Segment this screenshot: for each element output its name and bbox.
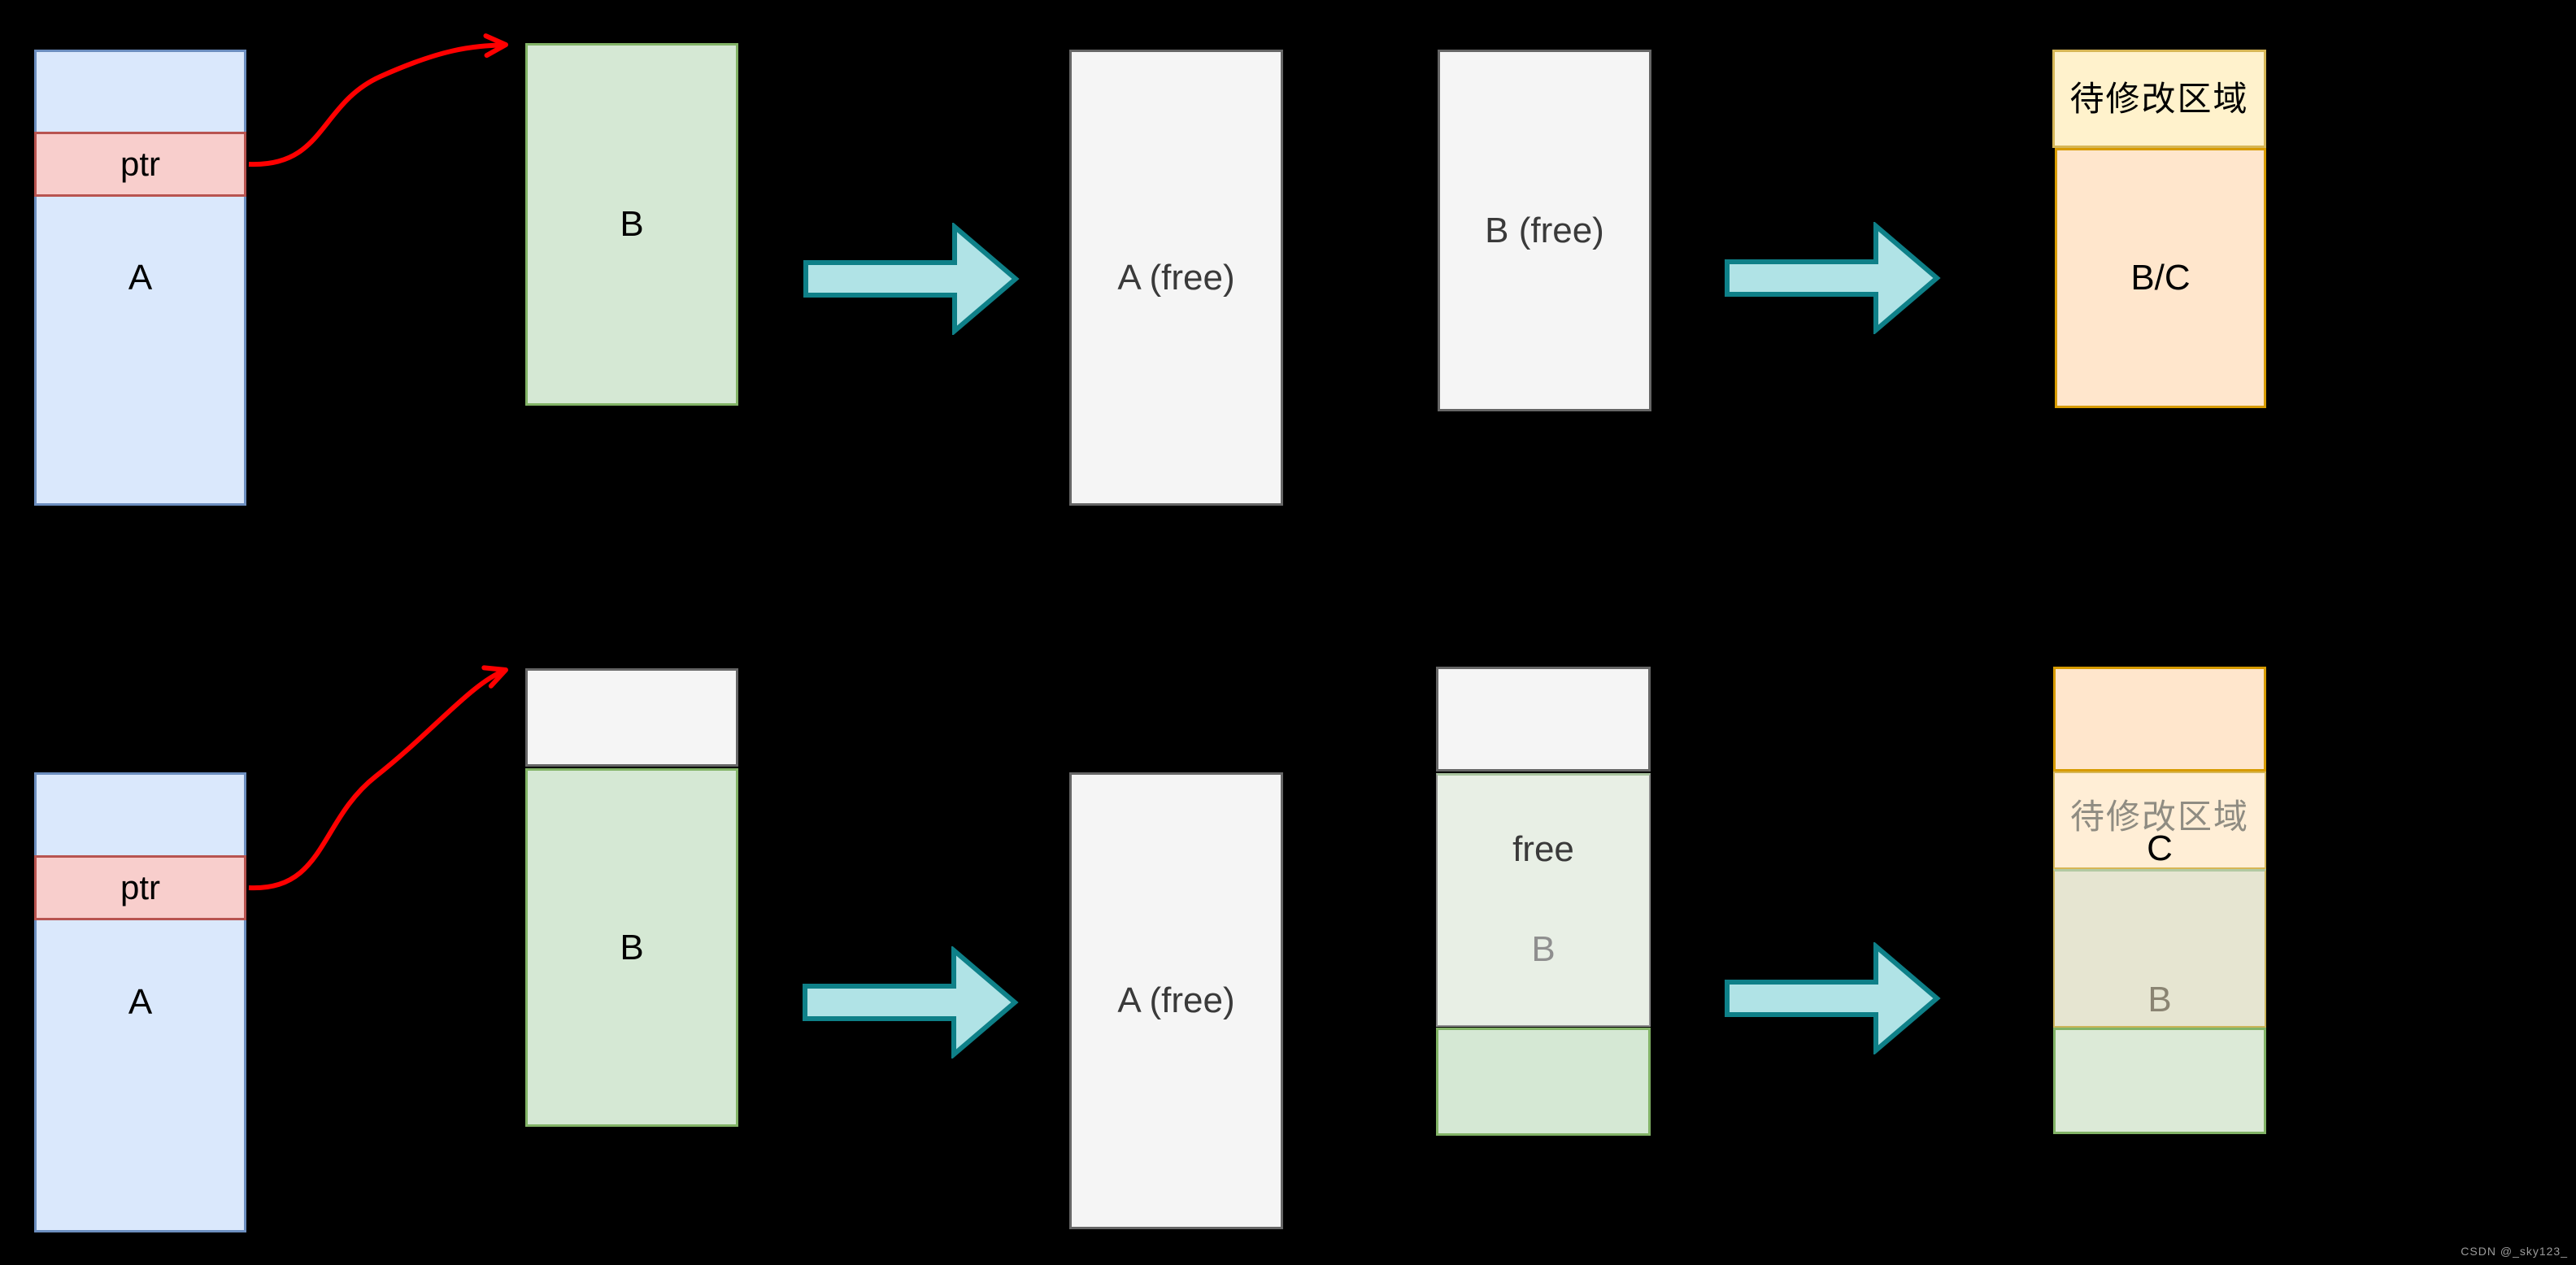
row2-target-overlap-lower: B: [2053, 869, 2266, 1028]
row2-free-chunk: [525, 668, 738, 767]
transition-arrow-icon: [1725, 222, 1941, 334]
transition-arrow-icon: [803, 946, 1019, 1059]
row2-mid-b-label: B: [1531, 929, 1556, 969]
transition-arrow-icon: [1725, 942, 1941, 1054]
row2-ptr-field: ptr: [34, 855, 246, 920]
csdn-watermark: CSDN @_sky123_: [2461, 1245, 2568, 1258]
row2-block-b-label: B: [620, 927, 644, 967]
transition-arrow-icon: [803, 223, 1020, 335]
row2-block-a-free-label: A (free): [1117, 980, 1235, 1020]
row2-target-c-top: [2053, 667, 2266, 772]
row1-block-bc-label: B/C: [2130, 258, 2191, 298]
row2-target-overlap-upper: 待修改区域 C: [2053, 772, 2266, 869]
row2-mid-bottom-chunk: [1436, 1028, 1651, 1136]
row1-block-b: B: [525, 43, 738, 406]
row1-ptr-field: ptr: [34, 132, 246, 197]
row2-target-b-label: B: [2147, 980, 2172, 1019]
row2-block-a: A ptr: [34, 772, 246, 1232]
row1-block-b-free: B (free): [1438, 50, 1651, 411]
row2-ptr-label: ptr: [120, 868, 160, 906]
row1-block-a-label: A: [128, 257, 153, 298]
row2-pending-area-label: 待修改区域: [2069, 798, 2249, 836]
row2-target-c-label: C: [2147, 828, 2173, 868]
row1-ptr-label: ptr: [120, 145, 160, 183]
pointer-arrow-row1: [248, 33, 508, 167]
row1-block-b-free-label: B (free): [1485, 210, 1604, 250]
row1-block-a: A ptr: [34, 50, 246, 506]
row1-pending-area-label: 待修改区域: [2069, 79, 2249, 118]
row2-mid-free-region: free B: [1436, 773, 1651, 1027]
row2-mid-free-label: free: [1512, 829, 1574, 869]
row2-mid-top-chunk: [1436, 667, 1651, 772]
row1-block-a-free: A (free): [1069, 50, 1283, 506]
row2-target-b-bottom: [2053, 1028, 2266, 1134]
row1-block-bc: B/C: [2055, 148, 2266, 408]
pointer-arrow-row2: [248, 665, 508, 891]
row1-block-a-free-label: A (free): [1117, 257, 1235, 298]
row1-pending-area-header: 待修改区域: [2052, 50, 2266, 148]
row2-block-a-label: A: [128, 982, 153, 1022]
row2-block-b: B: [525, 768, 738, 1127]
row1-block-b-label: B: [620, 204, 644, 244]
row2-block-a-free: A (free): [1069, 772, 1283, 1229]
